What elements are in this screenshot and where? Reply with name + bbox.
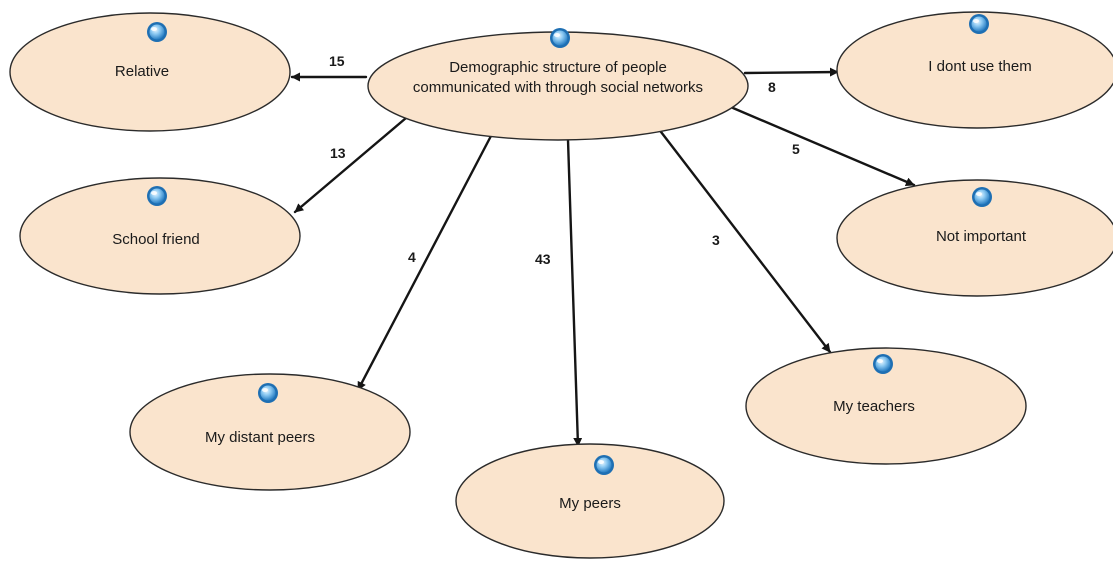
blue-orb-icon [550, 28, 570, 48]
edge-label-my-teachers: 3 [712, 232, 720, 248]
edge-to-my-distant-peers: 4 [356, 132, 494, 392]
node-my-peers: My peers [455, 443, 725, 559]
edge-to-school-friend: 13 [293, 116, 408, 214]
node-label-my-peers: My peers [559, 495, 621, 512]
node-i-dont-use-them: I dont use them [836, 11, 1113, 129]
node-label-i-dont-use-them: I dont use them [928, 58, 1031, 75]
node-label-not-important: Not important [936, 228, 1027, 245]
edge-label-not-important: 5 [792, 141, 800, 157]
central-node-label-line-1: Demographic structure of people [449, 59, 667, 76]
edges: 15 13 4 43 3 5 8 [290, 53, 916, 448]
blue-orb-icon [594, 455, 614, 475]
node-relative: Relative [9, 12, 291, 132]
node-my-distant-peers: My distant peers [129, 373, 411, 491]
blue-orb-icon [258, 383, 278, 403]
edge-label-relative: 15 [329, 53, 345, 69]
node-central: Demographic structure of people communic… [367, 28, 749, 141]
blue-orb-icon [147, 22, 167, 42]
node-label-my-teachers: My teachers [833, 398, 915, 415]
node-my-teachers: My teachers [745, 347, 1027, 465]
edge-label-my-peers: 43 [535, 251, 551, 267]
node-school-friend: School friend [19, 177, 301, 295]
blue-orb-icon [873, 354, 893, 374]
edge-to-my-teachers: 3 [656, 126, 832, 354]
blue-orb-icon [147, 186, 167, 206]
node-not-important: Not important [836, 179, 1113, 297]
node-label-relative: Relative [115, 63, 169, 80]
central-node-label-line-2: communicated with through social network… [413, 79, 703, 96]
edge-label-i-dont-use-them: 8 [768, 79, 776, 95]
edge-to-not-important: 5 [731, 106, 916, 187]
node-label-my-distant-peers: My distant peers [205, 429, 315, 446]
edge-label-my-distant-peers: 4 [408, 249, 416, 265]
node-label-school-friend: School friend [112, 231, 200, 248]
blue-orb-icon [972, 187, 992, 207]
edge-to-relative: 15 [290, 53, 368, 82]
blue-orb-icon [969, 14, 989, 34]
edge-label-school-friend: 13 [330, 145, 346, 161]
edge-to-my-peers: 43 [535, 138, 583, 448]
nodes: Demographic structure of people communic… [9, 11, 1113, 559]
edge-to-i-dont-use-them: 8 [743, 67, 840, 95]
